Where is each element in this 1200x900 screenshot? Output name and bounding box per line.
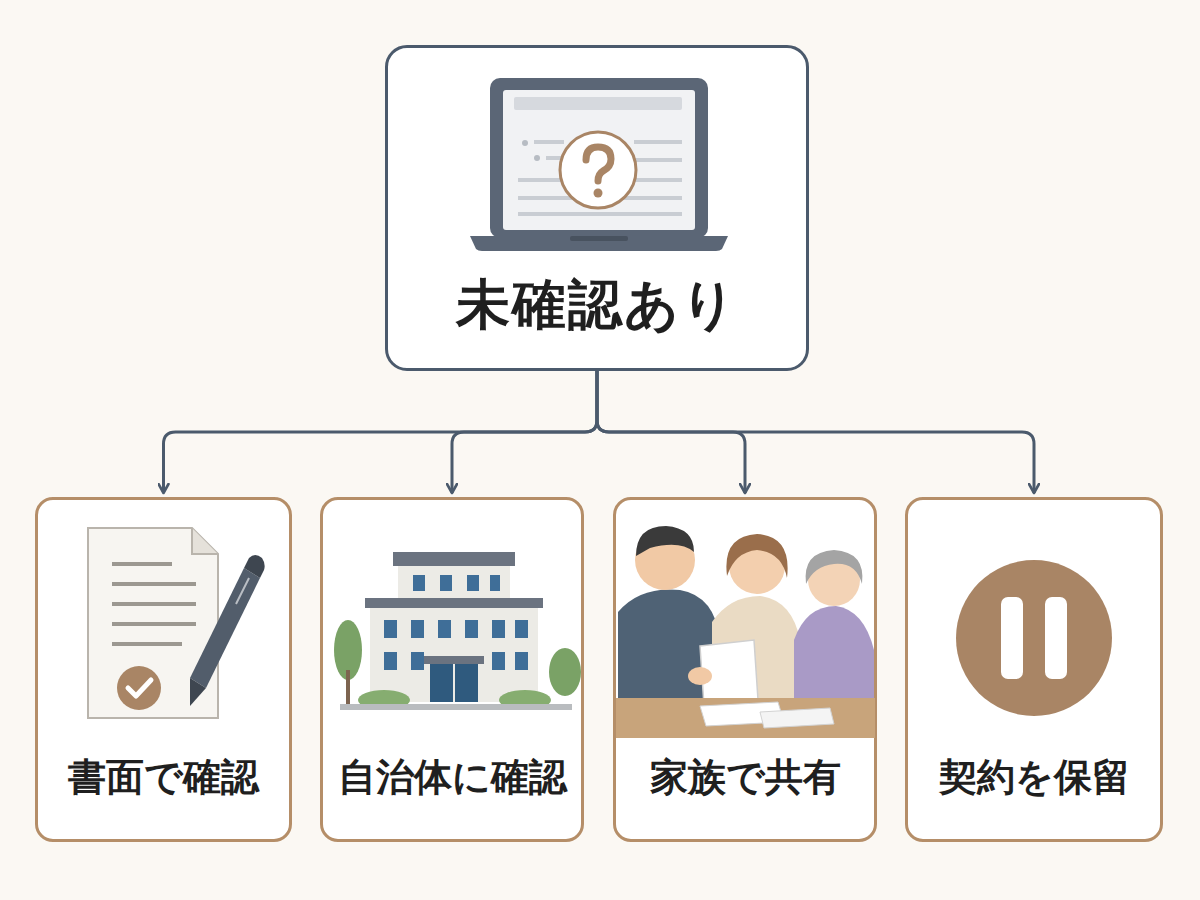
laptop-icon xyxy=(470,78,728,251)
document-icon xyxy=(88,528,265,718)
box-label: 自治体に確認 xyxy=(338,752,567,803)
action-box: 自治体に確認 xyxy=(320,497,584,842)
family-illustration xyxy=(616,526,875,738)
action-box: 家族で共有 xyxy=(613,497,877,842)
tree-connector xyxy=(597,371,1034,493)
tree-connector xyxy=(164,371,598,493)
action-box: 契約を保留 xyxy=(905,497,1163,842)
tree-connector xyxy=(452,371,597,493)
box-label: 書面で確認 xyxy=(68,752,259,803)
building-icon xyxy=(334,552,581,710)
condition-box: 未確認あり xyxy=(385,45,809,371)
action-box: 書面で確認 xyxy=(35,497,292,842)
pause-icon xyxy=(956,560,1112,716)
box-label: 契約を保留 xyxy=(939,752,1130,803)
box-label: 未確認あり xyxy=(456,269,738,342)
box-label: 家族で共有 xyxy=(650,752,841,803)
